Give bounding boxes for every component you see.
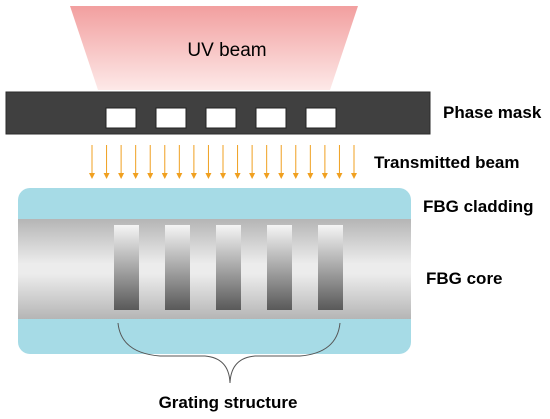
mask-slit (205, 107, 237, 129)
phase-mask-label: Phase mask (443, 103, 542, 122)
mask-slit (105, 107, 137, 129)
grating-bar (267, 225, 292, 310)
grating-bar (318, 225, 343, 310)
mask-slit (155, 107, 187, 129)
grating-bar (165, 225, 190, 310)
fbg-core (18, 219, 411, 319)
mask-slit (305, 107, 337, 129)
grating-bar (216, 225, 241, 310)
transmitted-beam-label: Transmitted beam (374, 153, 520, 172)
transmitted-beam-arrows (89, 145, 357, 179)
grating-structure-label: Grating structure (159, 393, 298, 412)
uv-beam-label: UV beam (187, 40, 266, 61)
fbg-cladding-label: FBG cladding (423, 197, 534, 216)
grating-bracket (117, 322, 341, 384)
uv-beam-shape (70, 6, 358, 90)
mask-slit (255, 107, 287, 129)
fbg-core-label: FBG core (426, 269, 503, 288)
mask-slits (105, 107, 337, 129)
grating-bar (114, 225, 139, 310)
grating-bars (114, 225, 343, 310)
